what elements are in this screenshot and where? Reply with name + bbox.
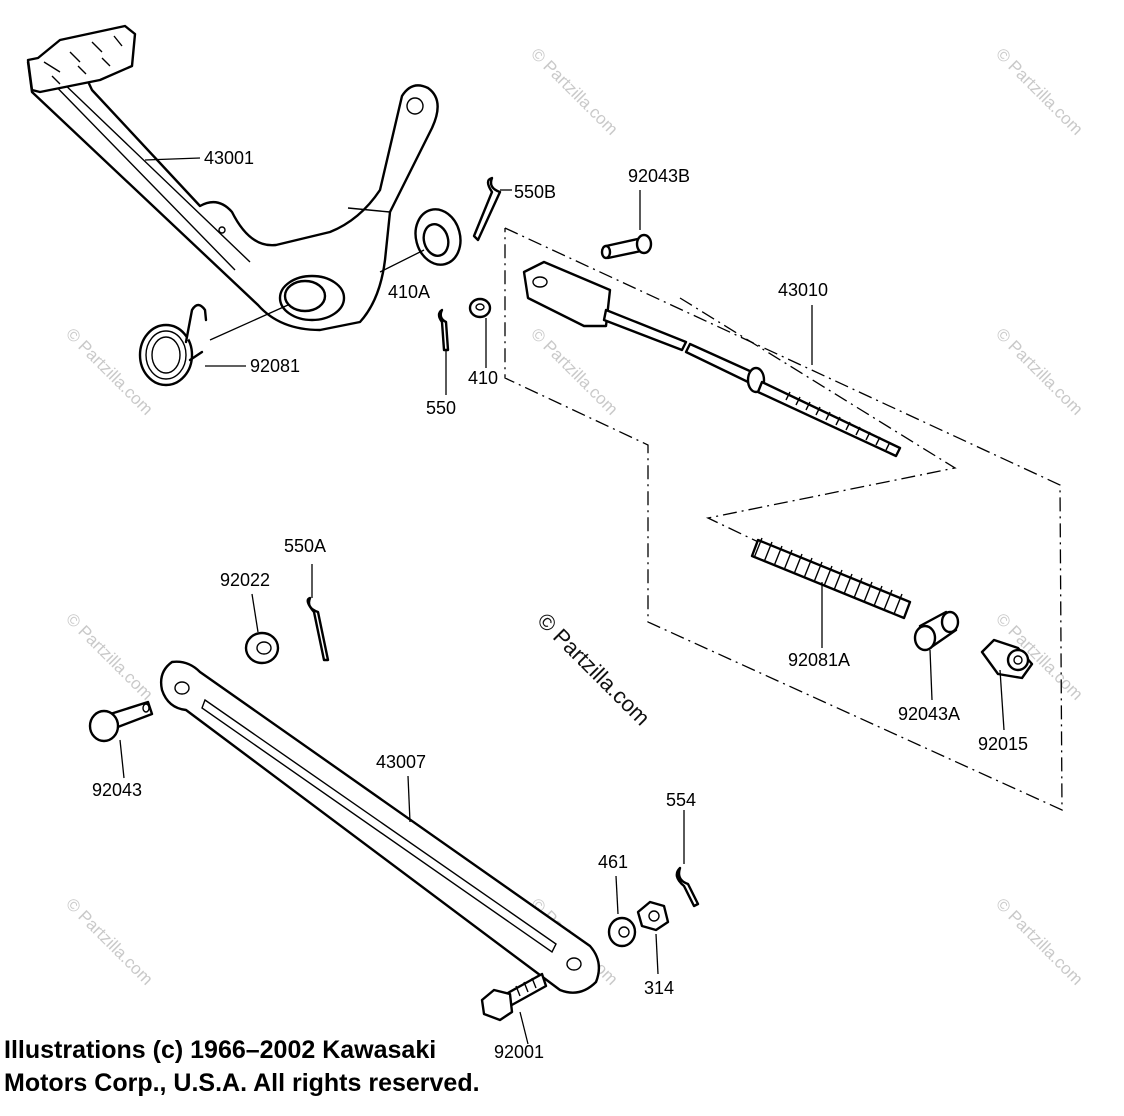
pin-92043B xyxy=(600,233,653,260)
watermark: © Partzilla.com xyxy=(992,324,1086,418)
leader-lines xyxy=(119,157,1005,1045)
watermark: © Partzilla.com xyxy=(62,894,156,988)
watermark: © Partzilla.com xyxy=(62,324,156,418)
part-label-92043A: 92043A xyxy=(898,704,960,724)
watermark: © Partzilla.com xyxy=(992,44,1086,138)
r-clip-554 xyxy=(675,866,700,908)
part-labels: 43001 550B 92043B 43010 410A 92081 410 5… xyxy=(92,148,1028,1062)
assembly-outline xyxy=(504,227,1063,812)
part-label-92043: 92043 xyxy=(92,780,142,800)
part-label-554: 554 xyxy=(666,790,696,810)
part-label-550: 550 xyxy=(426,398,456,418)
bolt-92001 xyxy=(480,972,548,1022)
part-label-92081A: 92081A xyxy=(788,650,850,670)
part-label-314: 314 xyxy=(644,978,674,998)
washer-410A xyxy=(414,208,462,266)
cotter-pin-550 xyxy=(437,308,450,352)
part-label-92043B: 92043B xyxy=(628,166,690,186)
part-label-43001: 43001 xyxy=(204,148,254,168)
part-label-410: 410 xyxy=(468,368,498,388)
part-label-92022: 92022 xyxy=(220,570,270,590)
watermarks: © Partzilla.com © Partzilla.com © Partzi… xyxy=(62,44,1086,988)
part-label-43007: 43007 xyxy=(376,752,426,772)
pin-92043 xyxy=(88,700,154,743)
part-label-92081: 92081 xyxy=(250,356,300,376)
brake-rod-43010 xyxy=(522,260,902,458)
part-label-92001: 92001 xyxy=(494,1042,544,1062)
cotter-pin-550A xyxy=(306,596,330,662)
brake-pedal-43001 xyxy=(26,24,439,332)
return-spring-92081 xyxy=(138,303,208,387)
watermark: © Partzilla.com xyxy=(527,44,621,138)
copyright-notice: Illustrations (c) 1966–2002 Kawasaki Mot… xyxy=(4,1034,480,1100)
part-label-550B: 550B xyxy=(514,182,556,202)
part-label-92015: 92015 xyxy=(978,734,1028,754)
washer-461 xyxy=(607,916,637,948)
part-label-461: 461 xyxy=(598,852,628,872)
spring-92081A xyxy=(750,537,912,620)
nut-314 xyxy=(636,900,670,932)
collar-92043A xyxy=(913,610,960,652)
copyright-line-1: Illustrations (c) 1966–2002 Kawasaki xyxy=(4,1036,437,1064)
watermark: © Partzilla.com xyxy=(62,609,156,703)
copyright-line-2: Motors Corp., U.S.A. All rights reserved… xyxy=(4,1069,480,1097)
watermark: © Partzilla.com xyxy=(527,324,621,418)
cotter-pin-550B xyxy=(472,176,502,242)
watermark: © Partzilla.com xyxy=(992,894,1086,988)
washer-92022 xyxy=(244,631,280,665)
nut-92015 xyxy=(980,638,1034,680)
part-label-43010: 43010 xyxy=(778,280,828,300)
watermark-main: © Partzilla.com xyxy=(532,608,655,731)
link-rod-43007 xyxy=(159,660,601,994)
part-label-550A: 550A xyxy=(284,536,326,556)
washer-410 xyxy=(468,297,492,319)
part-label-410A: 410A xyxy=(388,282,430,302)
